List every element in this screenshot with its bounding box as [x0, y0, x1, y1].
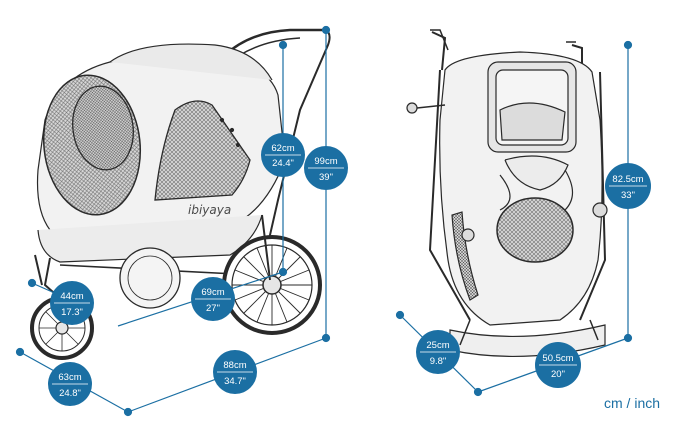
- folded-width-cm-label: 50.5cm: [542, 353, 573, 364]
- dimension-badge-width: 63cm 24.8": [48, 362, 92, 406]
- stroller-folded-illustration: [406, 29, 608, 357]
- rear-wheel-cm-label: 69cm: [201, 287, 224, 298]
- front-wheel-cm-label: 44cm: [60, 291, 83, 302]
- width-cm-label: 63cm: [58, 372, 81, 383]
- stroller-unfolded-illustration: [30, 28, 331, 360]
- dimension-badge-rear-wheel: 69cm 27": [191, 277, 235, 321]
- dimension-badge-height: 99cm 39": [304, 146, 348, 190]
- dimension-badge-folded-depth: 25cm 9.8": [416, 330, 460, 374]
- folded-width-inch-label: 20": [551, 369, 565, 380]
- dimension-badge-folded-width: 50.5cm 20": [535, 342, 581, 388]
- brand-logo: ibiyaya: [188, 203, 231, 217]
- length-cm-label: 88cm: [223, 360, 246, 371]
- folded-depth-inch-label: 9.8": [430, 356, 447, 367]
- width-inch-label: 24.8": [59, 388, 81, 399]
- handle-inch-label: 24.4": [272, 158, 294, 169]
- height-inch-label: 39": [319, 172, 333, 183]
- dimension-badge-folded-height: 82.5cm 33": [605, 163, 651, 209]
- height-cm-label: 99cm: [314, 156, 337, 167]
- unit-legend: cm / inch: [604, 395, 660, 411]
- folded-height-inch-label: 33": [621, 190, 635, 201]
- folded-depth-cm-label: 25cm: [426, 340, 449, 351]
- folded-height-cm-label: 82.5cm: [612, 174, 643, 185]
- front-wheel-inch-label: 17.3": [61, 307, 83, 318]
- handle-cm-label: 62cm: [271, 143, 294, 154]
- dimension-badge-front-wheel: 44cm 17.3": [50, 281, 94, 325]
- dimension-badge-handle: 62cm 24.4": [261, 133, 305, 177]
- dimension-badge-length: 88cm 34.7": [213, 350, 257, 394]
- length-inch-label: 34.7": [224, 376, 246, 387]
- rear-wheel-inch-label: 27": [206, 303, 220, 314]
